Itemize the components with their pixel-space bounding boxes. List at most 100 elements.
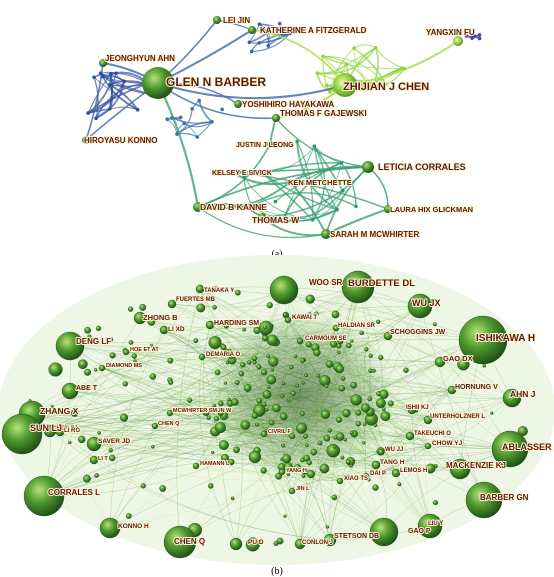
cited-author-node	[458, 315, 508, 365]
network-node	[135, 107, 140, 112]
reference-node	[245, 537, 260, 552]
network-edge	[198, 100, 213, 123]
reference-node	[425, 463, 436, 474]
cited-author-label: ZHANG X	[40, 406, 79, 416]
reference-node	[380, 411, 391, 422]
reference-node	[371, 368, 376, 373]
cited-author-label: UNTERHOLZNER L	[430, 414, 485, 420]
reference-node	[379, 389, 389, 399]
network-node	[477, 36, 482, 41]
reference-node	[227, 397, 231, 402]
network-edge	[322, 56, 328, 86]
network-node	[108, 82, 112, 87]
cited-author-node	[89, 455, 99, 465]
network-node	[266, 44, 271, 48]
panel-b-caption: (b)	[271, 566, 283, 577]
cited-author-label: TANG H	[380, 459, 405, 466]
reference-node	[266, 334, 278, 346]
reference-node	[355, 421, 361, 427]
cited-author-node	[296, 337, 304, 345]
cited-author-node	[159, 325, 169, 335]
network-edge	[21, 305, 421, 435]
author-node	[333, 73, 357, 97]
reference-node	[337, 338, 344, 345]
network-node	[284, 32, 289, 36]
reference-node	[332, 445, 337, 449]
network-node	[295, 139, 299, 144]
network-edge	[329, 462, 356, 541]
network-edge	[93, 76, 138, 111]
reference-node	[266, 302, 273, 309]
network-node	[197, 98, 202, 103]
cited-author-node	[167, 299, 177, 309]
reference-node	[270, 368, 275, 372]
cited-author-label: CHEN FJ	[52, 426, 78, 432]
cited-author-node	[229, 537, 243, 551]
reference-node	[93, 368, 98, 372]
reference-node	[212, 305, 217, 310]
author-node	[362, 161, 374, 173]
network-edge	[372, 47, 379, 84]
cited-author-node	[407, 405, 417, 415]
author-label: THOMAS W	[252, 215, 300, 225]
cited-author-node	[465, 481, 503, 519]
reference-node	[517, 426, 528, 437]
reference-node	[283, 514, 287, 518]
cited-author-label: WU JX	[412, 298, 441, 308]
reference-node	[227, 458, 235, 466]
cited-author-node	[122, 348, 130, 356]
reference-node	[262, 335, 269, 342]
author-node	[234, 100, 242, 108]
reference-node	[131, 353, 137, 359]
network-edge	[93, 289, 285, 461]
reference-node	[122, 381, 128, 387]
author-label: ZHIJIAN J CHEN	[343, 81, 429, 93]
reference-node	[125, 513, 132, 519]
network-edge	[313, 146, 338, 211]
network-edge	[339, 451, 382, 482]
reference-node	[432, 322, 437, 327]
reference-node	[340, 455, 345, 460]
author-node	[229, 169, 235, 175]
cited-author-label: AHN J	[510, 389, 536, 399]
reference-node	[276, 537, 284, 545]
author-node	[193, 202, 203, 212]
author-node	[248, 26, 256, 34]
cited-author-label: LI T	[98, 456, 108, 462]
cited-author-label: HAMANN L	[200, 461, 230, 467]
reference-node	[50, 404, 54, 409]
reference-node	[303, 454, 311, 462]
reference-node	[342, 408, 351, 418]
network-node	[312, 144, 317, 148]
cited-author-label: MACKENZIE KJ	[446, 461, 506, 470]
network-edge	[275, 117, 369, 168]
network-edge	[157, 82, 200, 208]
reference-node	[305, 443, 309, 448]
network-node	[247, 40, 252, 45]
network-node	[257, 22, 262, 26]
reference-node	[432, 500, 439, 506]
network-edge	[269, 117, 277, 145]
network-node	[310, 218, 315, 222]
reference-node	[319, 375, 331, 387]
reference-node	[255, 422, 259, 427]
network-node	[354, 204, 358, 209]
author-label: JUSTIN J LEONG	[236, 142, 294, 149]
cited-author-label: LI XD	[168, 326, 185, 333]
reference-node	[319, 463, 330, 474]
author-label: LAURA HIX GLICKMAN	[390, 205, 473, 214]
cited-author-node	[332, 324, 340, 332]
network-node	[400, 66, 404, 71]
reference-node	[109, 454, 116, 462]
reference-node	[82, 474, 91, 483]
network-edge	[381, 330, 485, 501]
cited-author-label: TANAKA Y	[204, 288, 234, 294]
reference-node	[320, 409, 330, 419]
network-edge	[49, 317, 141, 432]
reference-node	[287, 398, 291, 402]
cited-author-label: SCHOGGINS JW	[390, 329, 446, 336]
network-edge	[69, 324, 211, 349]
reference-node	[211, 285, 219, 293]
